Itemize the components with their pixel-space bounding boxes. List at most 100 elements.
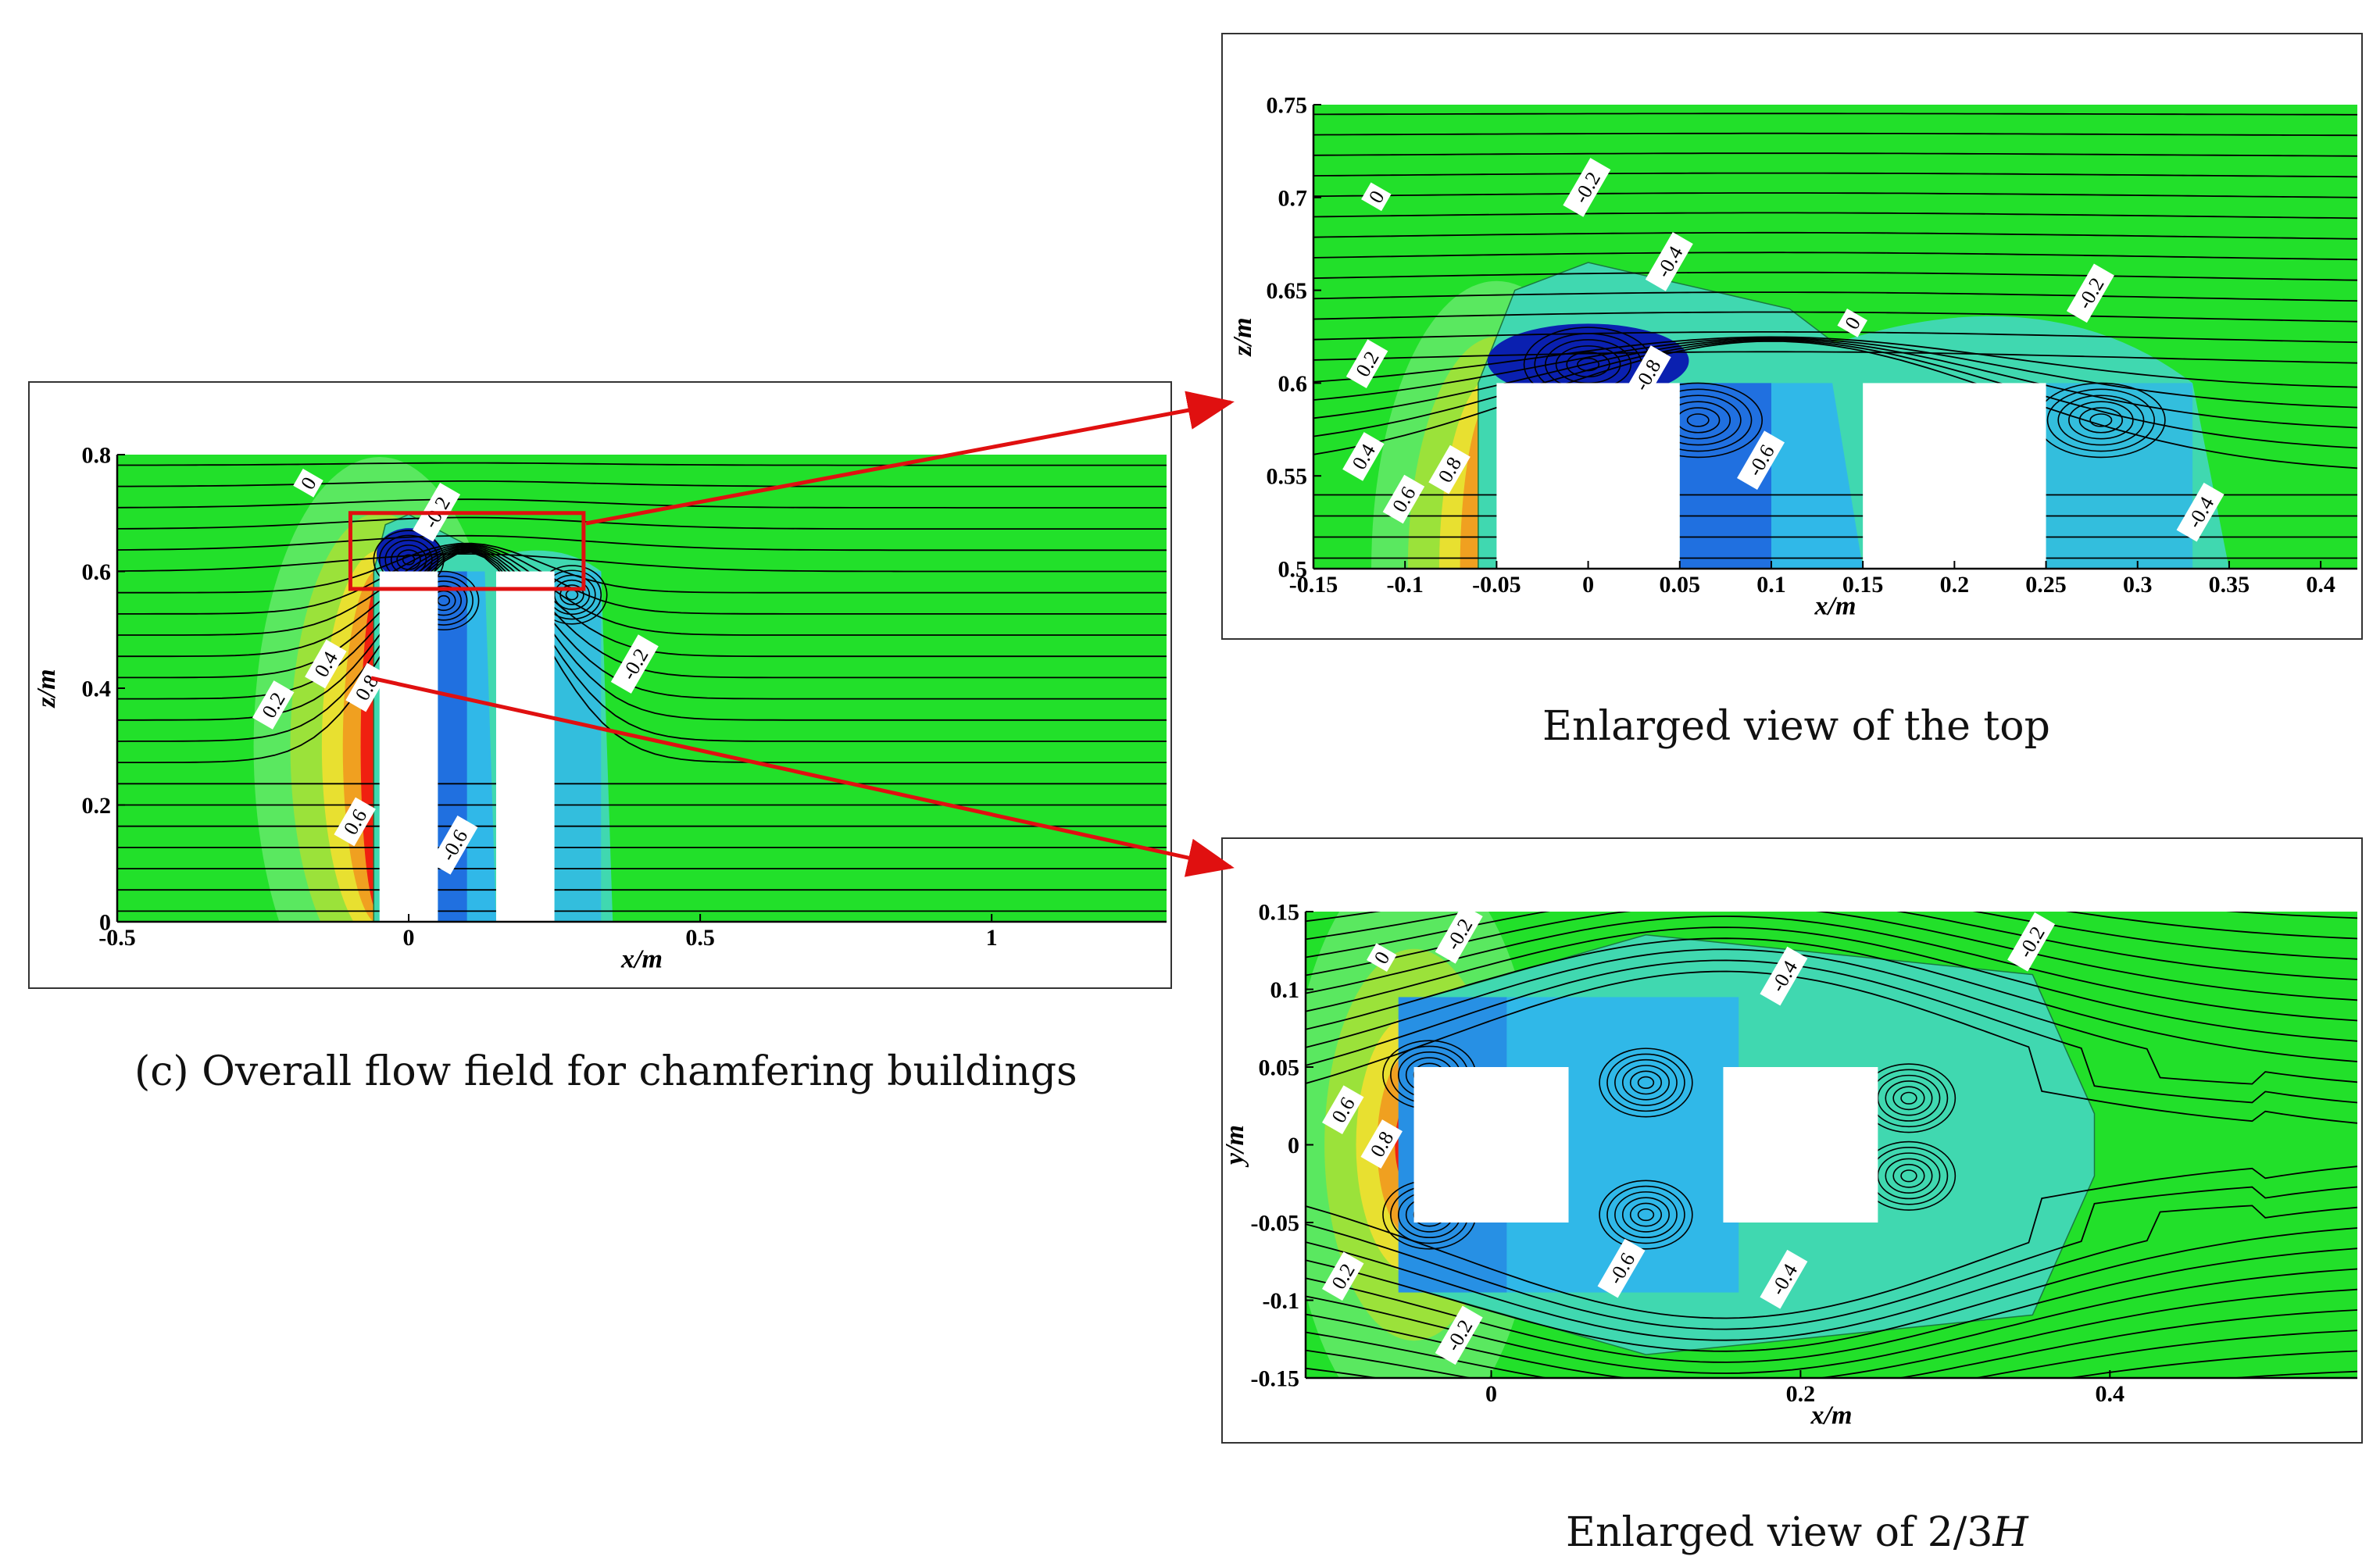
contour-label-bg: [1322, 1251, 1364, 1301]
building-2: [1723, 1067, 1878, 1223]
streamline: [1313, 311, 2357, 323]
vortex-ring: [1686, 413, 1710, 427]
x-tick-label: 0.5: [685, 925, 715, 951]
y-axis-title: z/m: [32, 669, 61, 708]
x-tick-label: 0.35: [2209, 572, 2250, 598]
y-tick-label: 0.4: [82, 676, 112, 702]
y-tick-label: 0.1: [1270, 977, 1300, 1003]
y-tick-label: 0.2: [82, 793, 112, 819]
building-1: [379, 571, 438, 922]
streamline: [1313, 212, 2357, 220]
y-tick-label: 0.05: [1259, 1055, 1300, 1081]
mid-caption-h: H: [1992, 1509, 2028, 1556]
vortex-ring: [1599, 1048, 1693, 1118]
streamline: [1313, 340, 2357, 469]
contour-label-bg: [2066, 263, 2114, 323]
streamline: [1306, 970, 2357, 1124]
x-tick-label: 0: [1485, 1381, 1497, 1407]
y-tick-label: 0: [99, 910, 111, 936]
vortex-ring: [1606, 1053, 1685, 1112]
contour-label-bg: [2007, 912, 2056, 972]
contour-label-bg: [2176, 482, 2225, 542]
contour-label-bg: [305, 639, 347, 689]
streamline: [1313, 252, 2357, 261]
streamline: [117, 544, 1167, 636]
x-axis-title: x/m: [620, 945, 663, 974]
contour-label-bg: [1563, 158, 1611, 217]
contour-label-group: -0.2: [1435, 905, 1483, 964]
vortex-ring: [1577, 357, 1600, 372]
vortex-ring: [2046, 388, 2156, 452]
vortex-ring: [1900, 1091, 1917, 1105]
contour-label-bg: [1435, 1305, 1483, 1365]
x-tick-label: 0.1: [1756, 572, 1786, 598]
vortex-ring: [1621, 1065, 1670, 1101]
vortex-ring: [559, 584, 584, 605]
mid-caption: Enlarged view of 2/3H: [1566, 1509, 2028, 1556]
vortex-ring: [396, 549, 421, 570]
y-axis-title: z/m: [1228, 317, 1257, 356]
streamline: [1306, 948, 2357, 1085]
vortex-ring: [2057, 394, 2145, 446]
y-axis-title: y/m: [1223, 1125, 1249, 1168]
vortex-ring: [402, 554, 416, 566]
y-tick-label: 0.6: [82, 559, 112, 585]
vortex-ring: [1599, 1180, 1693, 1250]
x-tick-label: 0: [1582, 572, 1594, 598]
streamline: [1306, 1227, 2357, 1352]
contour-label-bg: [293, 469, 323, 498]
overall-caption: (c) Overall flow field for chamfering bu…: [134, 1048, 1077, 1095]
x-tick-label: 0: [403, 925, 415, 951]
streamline: [1313, 339, 2357, 449]
streamline: [1313, 192, 2357, 198]
y-tick-label: 0.5: [1278, 557, 1308, 583]
streamline: [117, 544, 1167, 615]
vortex-ring: [1621, 1197, 1670, 1233]
vortex-ring: [1566, 352, 1610, 378]
vortex-ring: [1637, 1208, 1655, 1222]
vortex-ring: [1629, 1070, 1663, 1095]
x-tick-label: 0.05: [1660, 572, 1701, 598]
streamline: [1306, 1309, 2357, 1378]
building-1: [1496, 383, 1680, 569]
contour-label-bg: [1322, 1085, 1364, 1135]
streamline: [1306, 912, 2357, 960]
contour-label-bg: [345, 662, 388, 712]
x-axis-title: x/m: [1814, 592, 1856, 621]
vortex-ring: [2068, 401, 2134, 440]
streamline: [117, 553, 1167, 573]
streamline: [1313, 152, 2357, 157]
streamline: [1306, 937, 2357, 1062]
x-axis-title: x/m: [1810, 1401, 1853, 1430]
contour-label-bg: [1345, 339, 1388, 388]
streamline: [1306, 959, 2357, 1104]
streamline: [1313, 331, 2357, 344]
vortex-ring: [1900, 1169, 1917, 1183]
building-2: [1863, 383, 2046, 569]
x-tick-label: 0.2: [1940, 572, 1970, 598]
streamline: [1306, 1205, 2357, 1341]
streamline: [1313, 337, 2357, 409]
x-tick-label: 0.2: [1786, 1381, 1816, 1407]
contour-label-bg: [1360, 1119, 1403, 1169]
streamline: [1313, 112, 2357, 116]
streamline: [1306, 1350, 2357, 1378]
contour-label-bg: [1366, 943, 1397, 973]
streamline: [117, 542, 1167, 594]
top-caption: Enlarged view of the top: [1542, 703, 2050, 750]
x-tick-label: 1: [986, 925, 998, 951]
streamline: [1306, 912, 2357, 940]
contour-label-bg: [1342, 432, 1385, 481]
streamline: [1313, 231, 2357, 240]
contour-label-bg: [1428, 444, 1471, 494]
x-tick-label: 0.15: [1842, 572, 1884, 598]
streamline: [1313, 291, 2357, 302]
contour-label-group: -0.2: [1435, 1305, 1483, 1365]
x-tick-label: -0.1: [1386, 572, 1424, 598]
streamline: [1313, 351, 2357, 364]
streamline: [1306, 1248, 2357, 1363]
